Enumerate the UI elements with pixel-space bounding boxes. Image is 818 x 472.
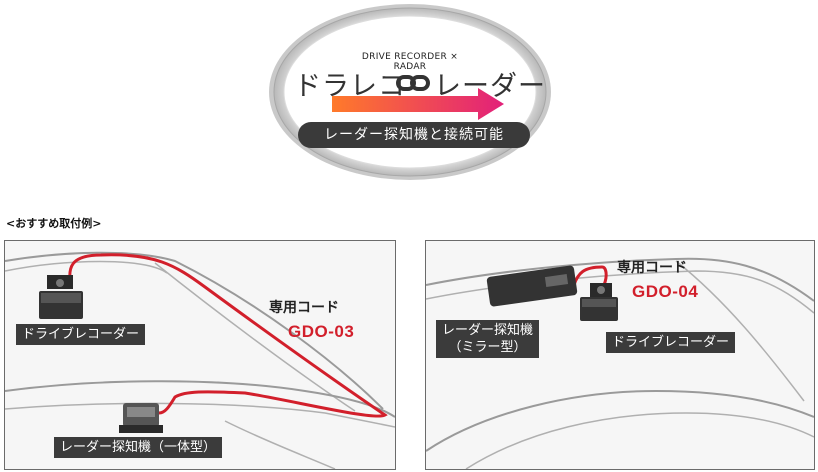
drive-recorder-device-icon [39, 275, 83, 319]
chain-link-icon [396, 75, 430, 91]
recorder-label-right: ドライブレコーダー [606, 332, 736, 353]
section-title: <おすすめ取付例> [6, 217, 102, 230]
badge-word-radar: レーダー [434, 71, 546, 102]
cord-code-gdo04: GDO-04 [632, 282, 699, 301]
recorder-label-left: ドライブレコーダー [16, 324, 146, 345]
dedicated-cord-label-right: 専用コード [617, 260, 687, 276]
drive-recorder-device-icon-right [580, 283, 618, 321]
orange-arrow-icon [332, 88, 504, 120]
badge-subtitle: DRIVE RECORDER × RADAR [361, 52, 459, 72]
badge-connectable-pill: レーダー探知機と接続可能 [298, 122, 530, 148]
car-interior-illustration-left [5, 251, 395, 469]
dedicated-cord-label-left: 専用コード [269, 300, 339, 316]
radar-label-mirror-line2: （ミラー型） [448, 340, 527, 355]
radar-label-mirror: レーダー探知機 （ミラー型） [436, 320, 540, 358]
radar-label-mirror-line1: レーダー探知機 [442, 323, 534, 338]
radar-label-integrated: レーダー探知機（一体型） [54, 437, 223, 458]
cord-code-gdo03: GDO-03 [288, 322, 355, 341]
mirror-radar-device-icon [486, 265, 578, 307]
radar-detector-device-icon [119, 403, 163, 433]
badge-word-dashcam: ドラレコ [294, 71, 406, 102]
panel-left-integrated [4, 240, 396, 470]
car-interior-illustration-right [426, 257, 814, 469]
